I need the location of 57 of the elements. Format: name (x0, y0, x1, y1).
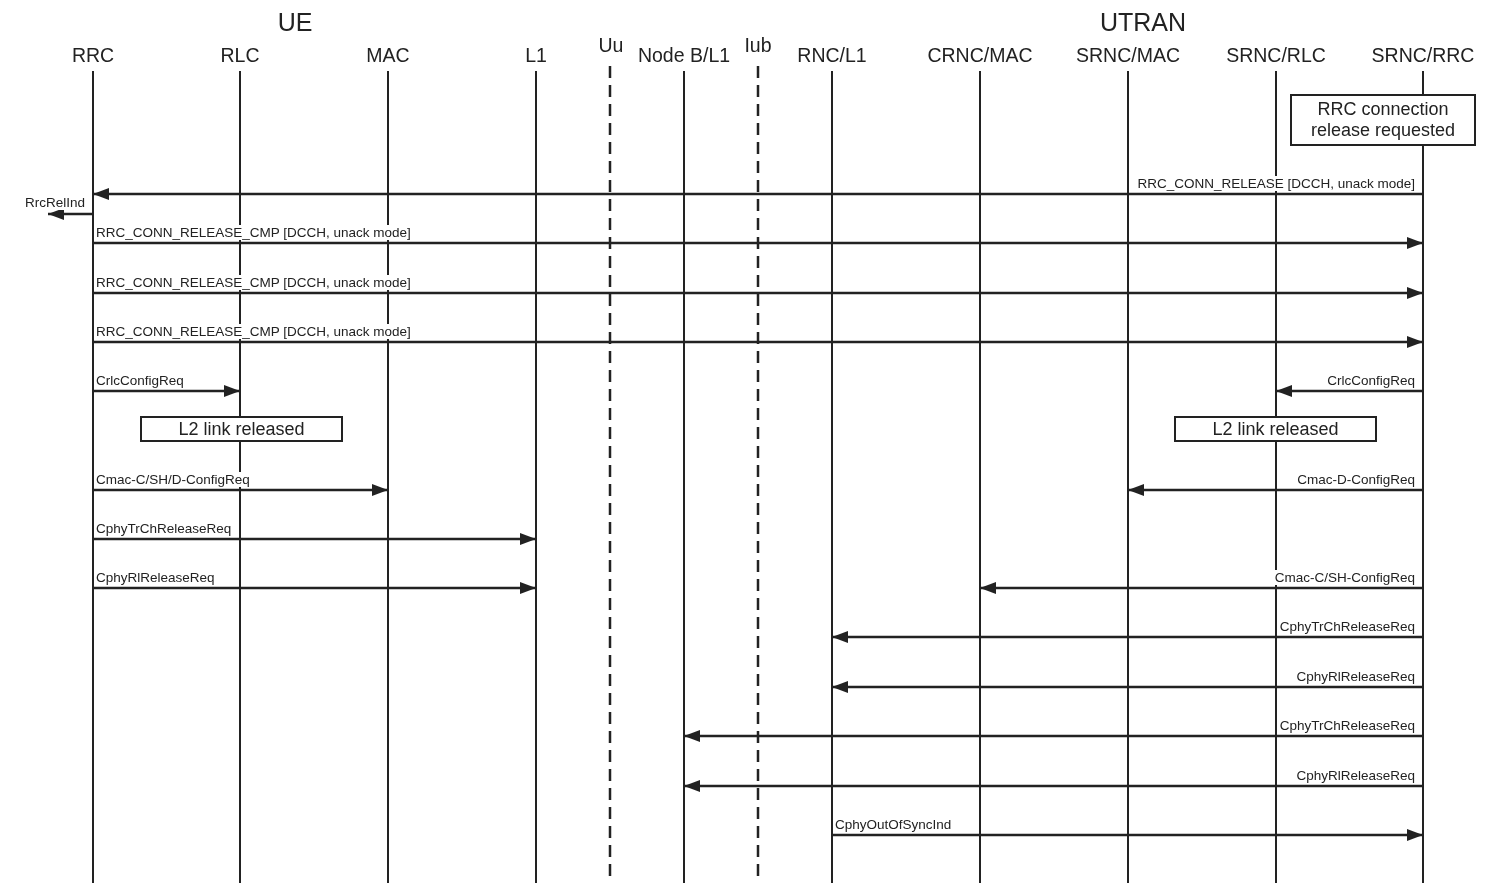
message-label: CphyTrChReleaseReq (1278, 619, 1416, 634)
message-arrow (93, 582, 536, 594)
message-label: CphyTrChReleaseReq (1278, 718, 1416, 733)
interface-label: Iub (744, 34, 772, 57)
lifeline-header: MAC (366, 44, 410, 67)
group-heading: UTRAN (1099, 8, 1187, 37)
lifeline (91, 71, 95, 596)
state-box: RRC connection release requested (1290, 94, 1476, 146)
message-arrow (684, 780, 1423, 792)
message-label: CphyRlReleaseReq (1295, 768, 1416, 783)
lifeline (534, 71, 538, 596)
message-label: CrlcConfigReq (1326, 373, 1416, 388)
message-label: RRC_CONN_RELEASE_CMP [DCCH, unack mode] (95, 324, 412, 339)
message-label: Cmac-C/SH-ConfigReq (1273, 570, 1416, 585)
message-arrow (980, 582, 1423, 594)
message-arrow (93, 188, 1423, 200)
lifeline-header: SRNC/MAC (1076, 44, 1180, 67)
message-arrow (832, 829, 1423, 841)
lifeline (978, 71, 982, 596)
message-arrow (93, 533, 536, 545)
message-arrow (93, 237, 1423, 249)
lifeline-header: L1 (525, 44, 547, 67)
lifeline (830, 71, 834, 843)
message-label: RRC_CONN_RELEASE_CMP [DCCH, unack mode] (95, 275, 412, 290)
message-arrow (1128, 484, 1423, 496)
message-arrow (832, 631, 1423, 643)
message-label: Cmac-D-ConfigReq (1296, 472, 1416, 487)
interface-label: Uu (598, 34, 624, 57)
message-label: CphyRlReleaseReq (95, 570, 216, 585)
message-label: RRC_CONN_RELEASE [DCCH, unack mode] (1136, 176, 1416, 191)
lifeline-header: RLC (220, 44, 260, 67)
message-label: CphyOutOfSyncInd (834, 817, 953, 832)
lifeline-header: SRNC/RLC (1226, 44, 1326, 67)
message-label: RrcRelInd (23, 195, 86, 210)
lifeline-header: SRNC/RRC (1371, 44, 1475, 67)
lifeline-header: RRC (71, 44, 115, 67)
lifeline-header: Node B/L1 (637, 44, 731, 67)
lifeline-header: RNC/L1 (797, 44, 867, 67)
message-label: Cmac-C/SH/D-ConfigReq (95, 472, 251, 487)
state-box: L2 link released (1174, 416, 1377, 442)
message-arrow (1276, 385, 1423, 397)
lifeline (682, 71, 686, 794)
lifeline (1126, 71, 1130, 498)
group-heading: UE (277, 8, 313, 37)
message-label: CrlcConfigReq (95, 373, 185, 388)
message-label: CphyRlReleaseReq (1295, 669, 1416, 684)
lifeline-header: CRNC/MAC (927, 44, 1033, 67)
message-arrow (48, 208, 93, 220)
message-arrow (93, 484, 388, 496)
message-arrow (93, 385, 240, 397)
message-arrow (93, 287, 1423, 299)
state-box: L2 link released (140, 416, 343, 442)
message-arrow (93, 336, 1423, 348)
message-label: RRC_CONN_RELEASE_CMP [DCCH, unack mode] (95, 225, 412, 240)
message-arrow (832, 681, 1423, 693)
message-label: CphyTrChReleaseReq (95, 521, 233, 536)
message-arrow (684, 730, 1423, 742)
